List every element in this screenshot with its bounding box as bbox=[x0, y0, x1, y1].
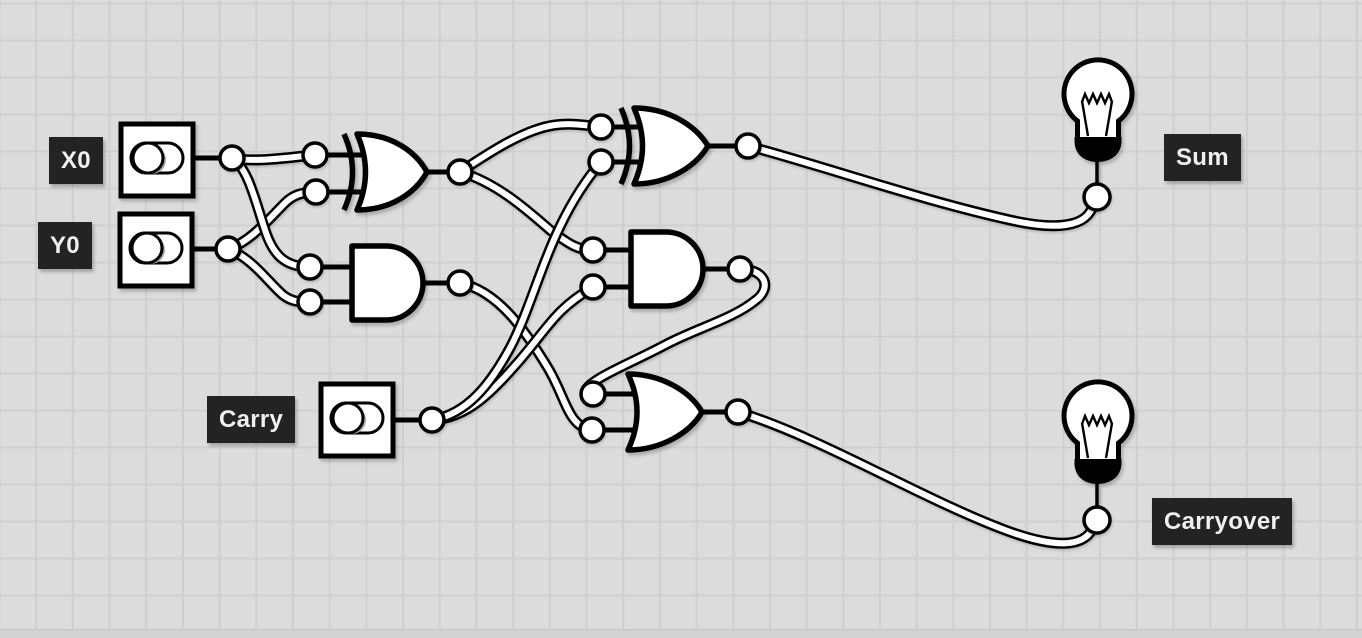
carryover-bulb-icon[interactable] bbox=[1061, 379, 1135, 520]
y0-label-badge: Y0 bbox=[38, 222, 92, 269]
carry-toggle-switch[interactable] bbox=[318, 381, 396, 459]
sum-label-badge: Sum bbox=[1164, 134, 1241, 181]
and2-body[interactable] bbox=[628, 229, 706, 309]
and2-input1-port[interactable] bbox=[579, 236, 607, 264]
output-bulbs bbox=[1061, 57, 1135, 520]
carryover-input-port[interactable] bbox=[1082, 505, 1112, 535]
carryover-bulb-base bbox=[1074, 459, 1122, 484]
and1-output-port[interactable] bbox=[446, 269, 474, 297]
xor2-body[interactable] bbox=[631, 105, 711, 187]
gates bbox=[341, 105, 711, 453]
x0-label-badge: X0 bbox=[49, 137, 103, 184]
xor2-output-port[interactable] bbox=[734, 132, 762, 160]
x0-toggle-switch[interactable] bbox=[118, 121, 196, 199]
wire-carry-to-xor2[interactable] bbox=[426, 156, 607, 426]
or1-input1-port[interactable] bbox=[579, 380, 607, 408]
and1-input1-port[interactable] bbox=[296, 253, 324, 281]
wire-and1-to-or1[interactable] bbox=[454, 277, 598, 436]
sum-bulb-filament bbox=[1080, 90, 1114, 106]
xor1-output-port[interactable] bbox=[446, 158, 474, 186]
wire-xor2-to-sum[interactable] bbox=[742, 140, 1103, 232]
wires bbox=[222, 118, 1103, 549]
or1-body[interactable] bbox=[625, 371, 705, 453]
carry-toggle-knob[interactable] bbox=[331, 401, 365, 435]
xor2-input2-port[interactable] bbox=[587, 148, 615, 176]
xor1-input2-port[interactable] bbox=[302, 178, 330, 206]
canvas-bottom-edge bbox=[0, 629, 1362, 638]
xor-gate-2[interactable] bbox=[618, 105, 711, 187]
wire-y0-to-and1[interactable] bbox=[222, 243, 316, 308]
sum-filament-leg-right bbox=[1104, 100, 1114, 137]
carry-output-port[interactable] bbox=[418, 406, 446, 434]
carry-label-badge: Carry bbox=[207, 396, 296, 443]
carryover-filament-leg-right bbox=[1104, 422, 1114, 459]
or1-output-port[interactable] bbox=[724, 398, 752, 426]
input-toggles bbox=[117, 121, 396, 459]
x0-output-port[interactable] bbox=[218, 144, 246, 172]
sum-input-port[interactable] bbox=[1082, 182, 1112, 212]
wire-xor1-to-and2[interactable] bbox=[454, 166, 599, 256]
connection-nodes bbox=[214, 113, 1112, 535]
y0-output-port[interactable] bbox=[214, 235, 242, 263]
and-gate-1[interactable] bbox=[349, 243, 426, 323]
xor-gate-1[interactable] bbox=[341, 131, 430, 213]
sum-filament-leg-left bbox=[1080, 100, 1090, 137]
xor1-input1-port[interactable] bbox=[301, 141, 329, 169]
y0-toggle-knob[interactable] bbox=[130, 231, 164, 265]
wire-x0-to-and1[interactable] bbox=[226, 152, 316, 273]
x0-toggle-knob[interactable] bbox=[131, 141, 165, 175]
xor1-input-arc bbox=[341, 132, 356, 212]
or1-input2-port[interactable] bbox=[578, 416, 606, 444]
xor2-input-arc bbox=[618, 106, 633, 186]
and1-body[interactable] bbox=[349, 243, 426, 323]
carryover-filament-leg-left bbox=[1080, 422, 1090, 459]
xor1-body[interactable] bbox=[354, 131, 430, 213]
carryover-label-badge: Carryover bbox=[1152, 498, 1293, 545]
and2-output-port[interactable] bbox=[726, 255, 754, 283]
or-gate[interactable] bbox=[625, 371, 705, 453]
wire-or1-to-carryover[interactable] bbox=[732, 406, 1103, 549]
sum-bulb-icon[interactable] bbox=[1061, 57, 1135, 197]
carryover-bulb-filament bbox=[1080, 412, 1114, 428]
and-gate-2[interactable] bbox=[628, 229, 706, 309]
y0-toggle-switch[interactable] bbox=[117, 211, 195, 289]
sum-bulb-base bbox=[1074, 137, 1122, 162]
and1-input2-port[interactable] bbox=[296, 288, 324, 316]
wire-xor1-to-xor2[interactable] bbox=[454, 118, 607, 178]
and2-input2-port[interactable] bbox=[579, 273, 607, 301]
xor2-input1-port[interactable] bbox=[587, 113, 615, 141]
